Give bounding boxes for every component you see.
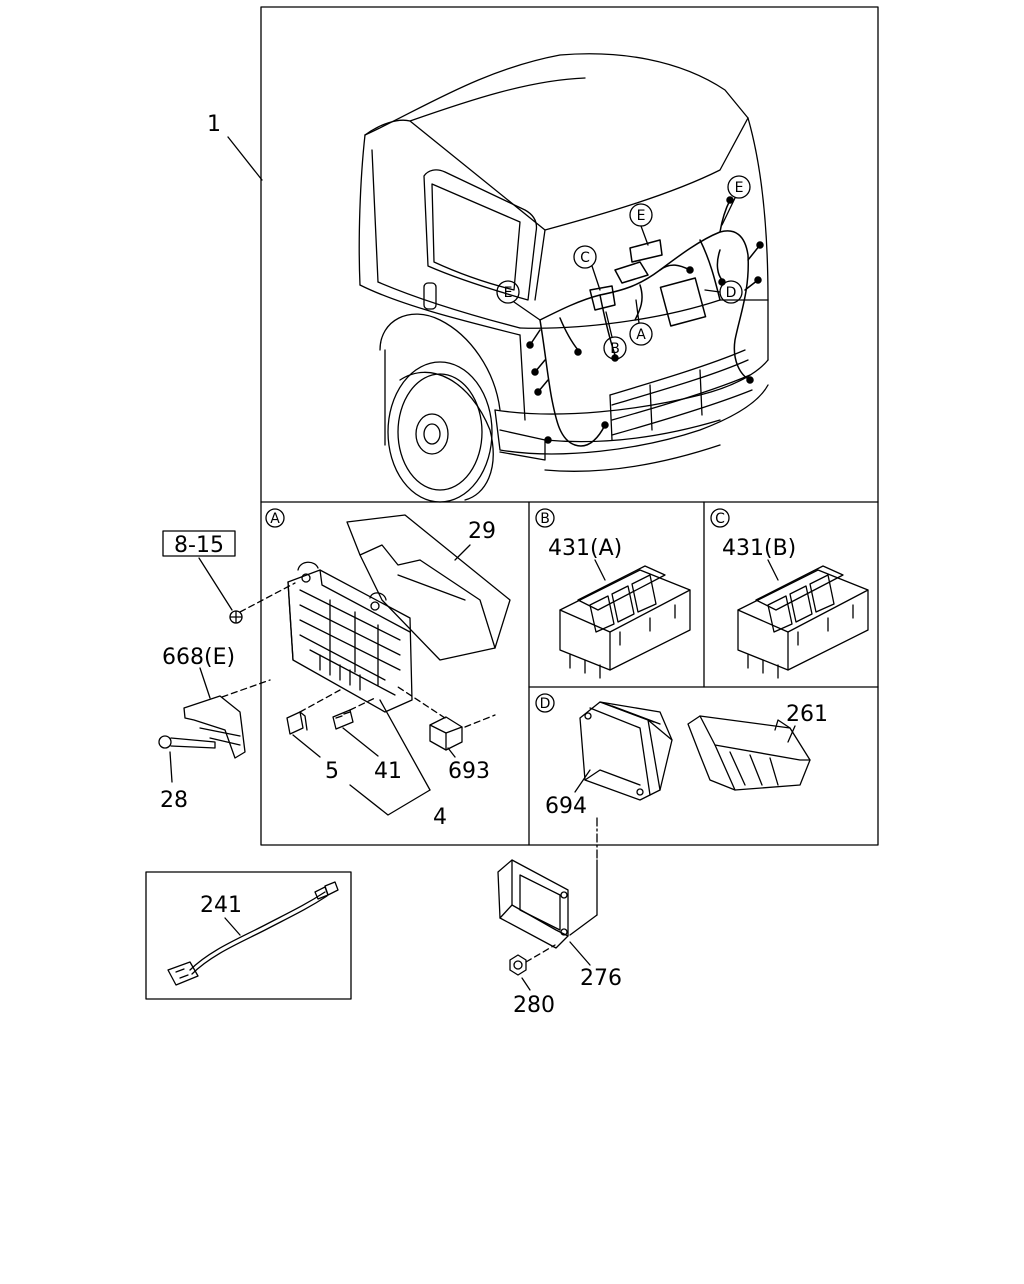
svg-text:B: B [610,341,620,357]
svg-text:E: E [735,180,744,196]
svg-text:261: 261 [786,702,828,727]
panel-d: D 694 261 [535,693,828,861]
fuse-box-cover-part [346,514,511,661]
callout-ecu: 276 [580,966,622,991]
svg-text:694: 694 [545,794,587,819]
callout-cable: 241 [200,893,242,918]
fuse-41-part [332,709,354,730]
svg-text:431(B): 431(B) [722,536,796,561]
relay-431b-part [737,565,869,679]
panel-b: B 431(A) [535,508,691,679]
svg-text:693: 693 [448,759,490,784]
fuse-5-part [286,711,308,735]
ecu-276-part [497,859,598,949]
svg-text:28: 28 [160,788,188,813]
marker-b: B [603,311,627,360]
cable-241-part [167,881,339,986]
svg-text:4: 4 [433,805,447,830]
marker-e-mid: E [629,203,653,246]
relay-431a-part [559,565,691,679]
panel-a: A 29 [239,508,511,830]
svg-text:D: D [726,285,737,301]
svg-text:5: 5 [325,759,339,784]
nut-clip-part [229,610,243,624]
marker-d: D [704,280,743,304]
svg-text:B: B [540,511,550,527]
panel-c: C 431(B) [710,508,869,679]
bolt-28: 28 [158,735,216,813]
marker-e-left: E [496,280,541,321]
truck-cab-illustration [358,53,769,503]
svg-text:1: 1 [207,112,221,137]
svg-text:8-15: 8-15 [174,533,224,558]
ecu-cover-261-part [687,715,811,791]
cable-frame [145,871,352,1000]
svg-text:431(A): 431(A) [548,536,622,561]
harness-markers: E E E C D A B [496,175,751,360]
nut-280-part [509,944,556,976]
svg-text:C: C [715,511,725,527]
svg-text:A: A [270,511,280,527]
ecu-seal-694-part [579,701,673,801]
svg-text:D: D [540,696,551,712]
marker-c: C [573,245,601,291]
svg-text:E: E [637,208,646,224]
callout-nut: 280 [513,993,555,1018]
main-frame [260,6,879,846]
svg-text:668(E): 668(E) [162,645,235,670]
ref-box-8-15[interactable]: 8-15 [162,530,236,611]
wiring-harness [526,196,764,447]
callout-main-assembly: 1 [207,112,263,181]
fuse-box-part [287,561,413,713]
marker-e-right: E [721,175,751,226]
svg-text:29: 29 [468,519,496,544]
svg-text:A: A [636,327,646,343]
relay-693-part [429,716,463,751]
marker-a: A [629,299,653,346]
svg-text:41: 41 [374,759,402,784]
svg-text:C: C [580,250,590,266]
bracket-668e: 668(E) [162,645,271,759]
frames [145,6,879,1000]
svg-text:E: E [504,285,513,301]
